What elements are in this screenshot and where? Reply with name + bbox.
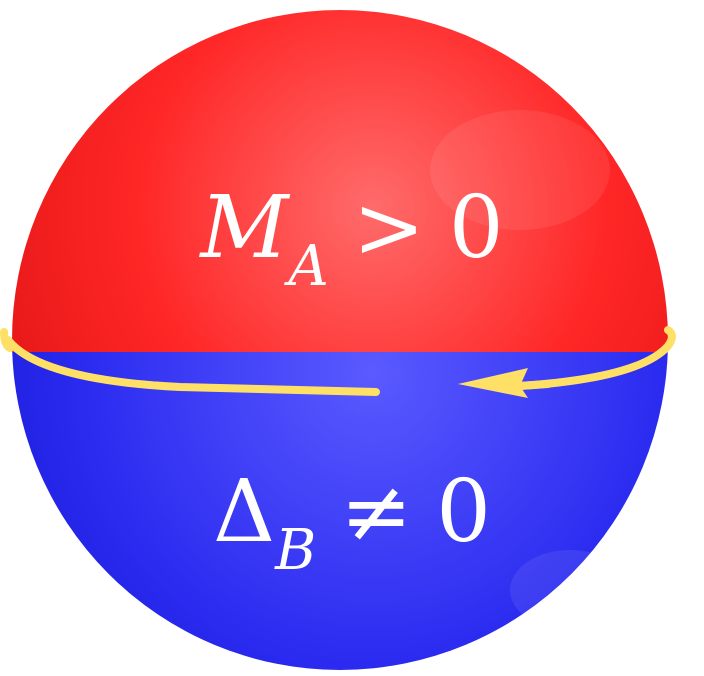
subscript-b: B: [275, 518, 317, 583]
not-equal-operator: ≠: [340, 462, 413, 562]
bottom-hemisphere: [12, 352, 668, 670]
top-hemisphere-label: MA >0: [0, 178, 704, 299]
symbol-m: M: [200, 178, 289, 278]
value-zero-bottom: 0: [436, 462, 492, 562]
greater-than-operator: >: [352, 178, 425, 278]
top-hemisphere: [12, 10, 668, 352]
symbol-delta: Δ: [212, 462, 276, 562]
bottom-hemisphere-label: ΔB ≠0: [0, 462, 704, 583]
equator-arrow-icon: [0, 326, 676, 398]
value-zero-top: 0: [448, 178, 504, 278]
highlight-top: [430, 110, 610, 230]
highlight-bottom: [510, 550, 630, 630]
subscript-a: A: [288, 234, 329, 299]
